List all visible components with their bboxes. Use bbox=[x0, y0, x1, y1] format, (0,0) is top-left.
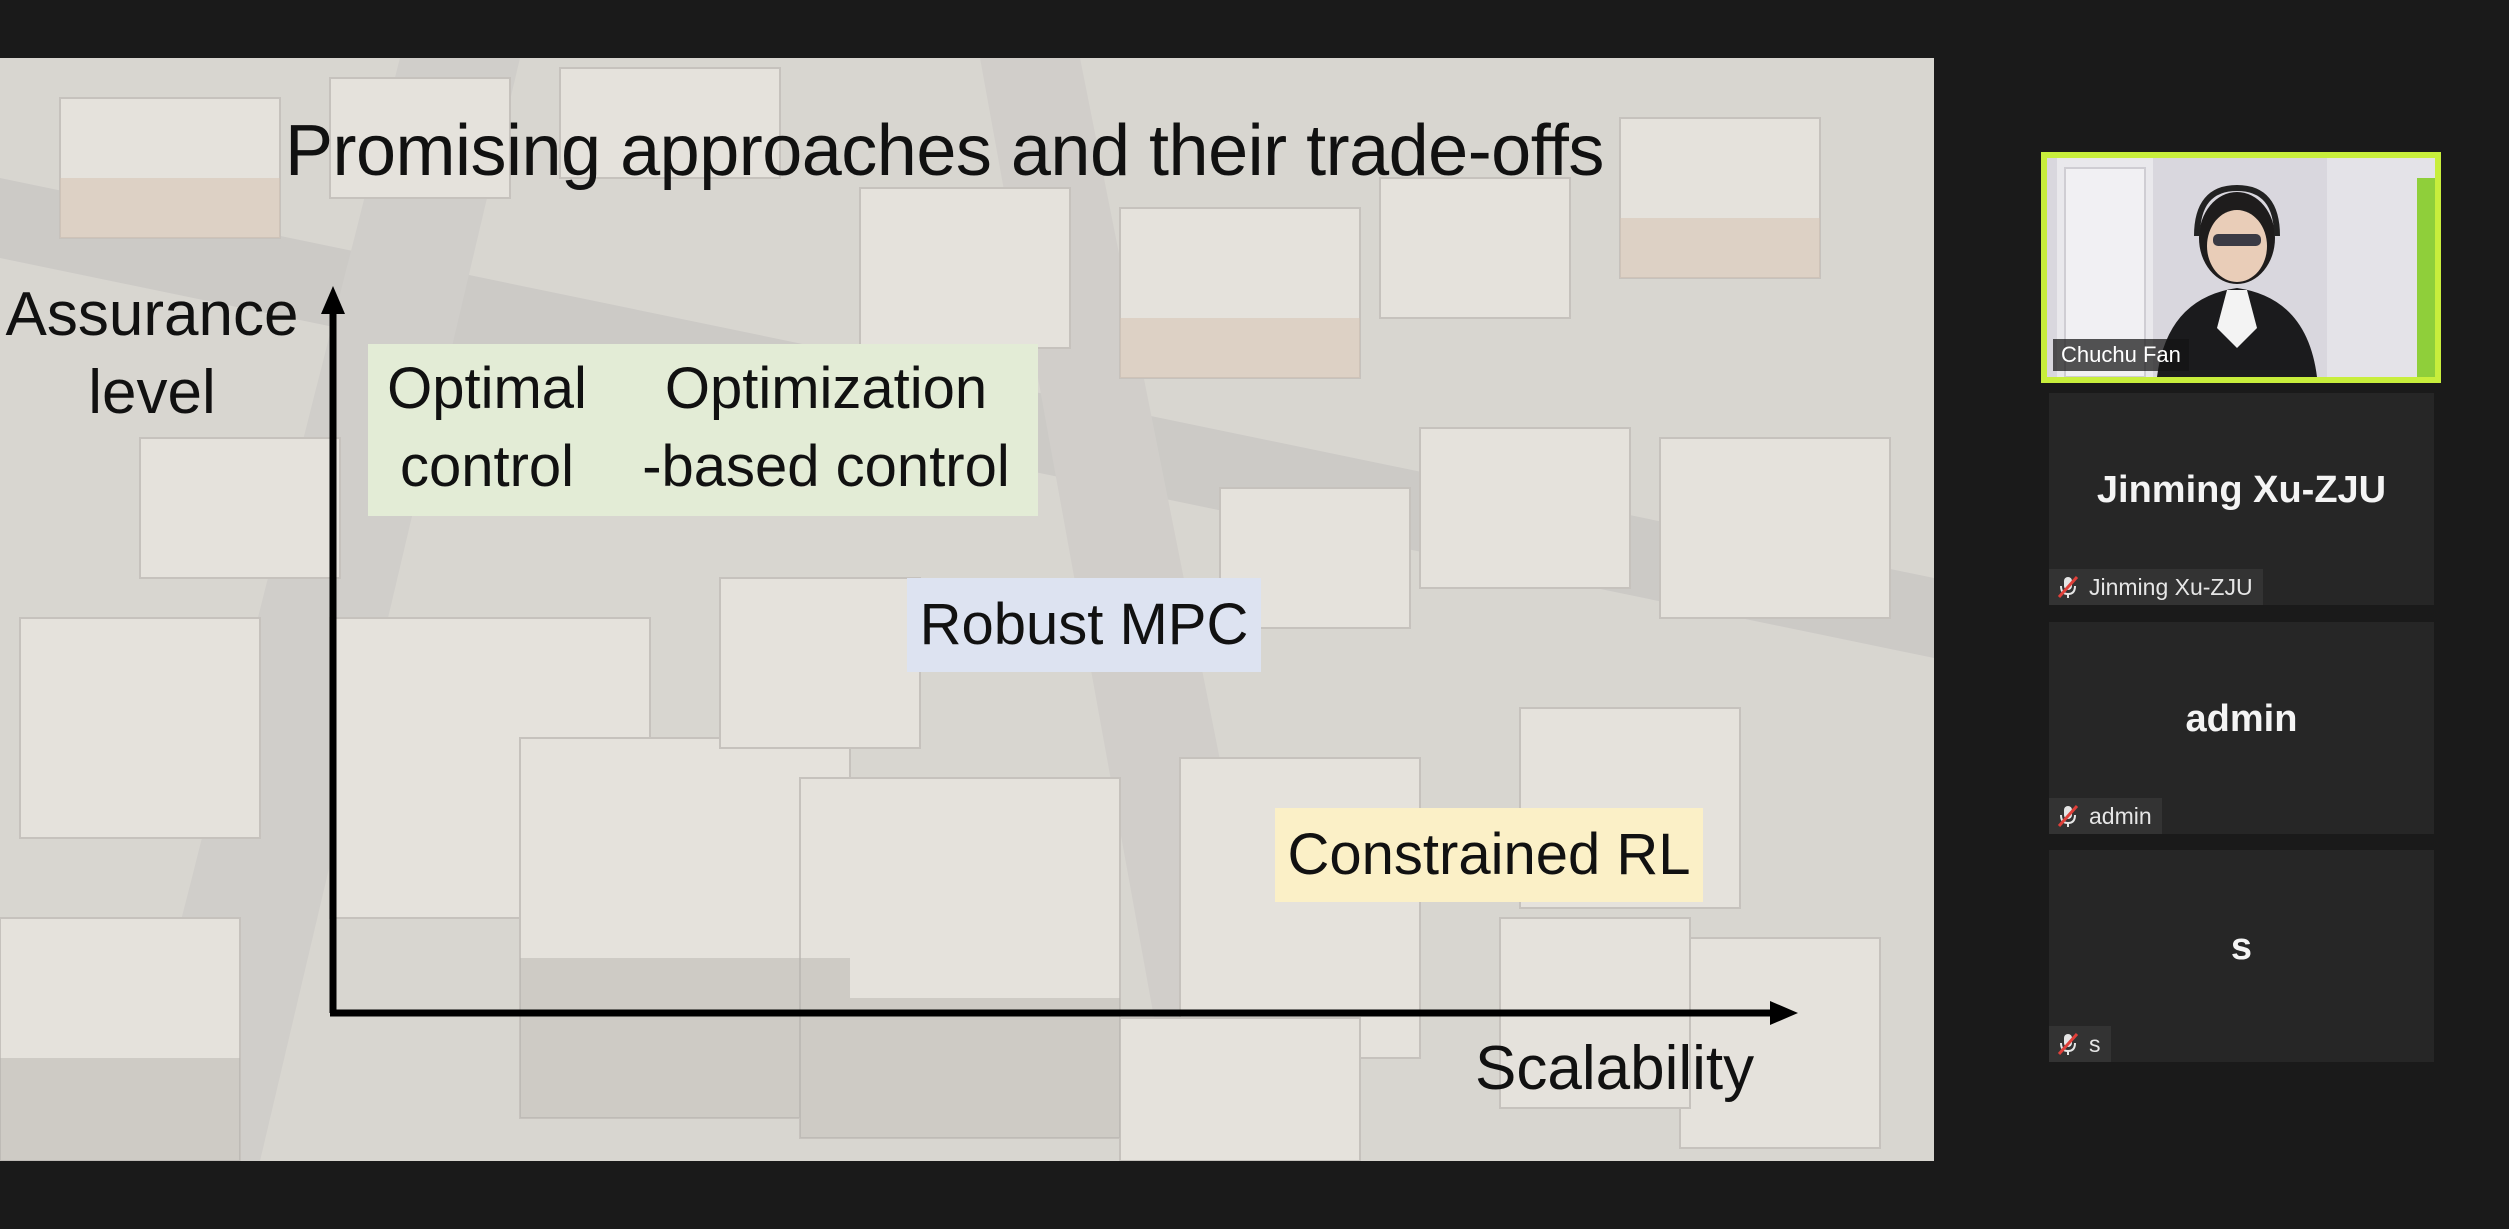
participant-name-label: admin bbox=[2049, 798, 2162, 834]
participant-tile-admin[interactable]: admin admin bbox=[2049, 622, 2434, 834]
optimization-based-control-label: Optimization -based control bbox=[642, 356, 1010, 499]
participant-display-name: Jinming Xu-ZJU bbox=[2096, 469, 2387, 511]
mic-muted-icon bbox=[2057, 575, 2079, 599]
robust-mpc-box: Robust MPC bbox=[907, 578, 1261, 672]
x-axis-label: Scalability bbox=[1475, 1034, 1755, 1103]
participant-name-label: Jinming Xu-ZJU bbox=[2049, 569, 2263, 605]
optimal-control-label: Optimal control bbox=[387, 356, 587, 499]
y-axis-label-line1: Assurance bbox=[5, 280, 299, 349]
axis-lines bbox=[329, 298, 1780, 1017]
participant-tile-jinming[interactable]: Jinming Xu-ZJU Jinming Xu-ZJU bbox=[2049, 393, 2434, 605]
participant-name-label: s bbox=[2049, 1026, 2111, 1062]
y-axis-label: Assurance level bbox=[4, 276, 300, 432]
participant-tile-s[interactable]: s s bbox=[2049, 850, 2434, 1062]
slide-title: Promising approaches and their trade-off… bbox=[285, 111, 1604, 191]
y-axis-label-line2: level bbox=[88, 358, 216, 427]
mic-muted-icon bbox=[2057, 804, 2079, 828]
participant-display-name: admin bbox=[2185, 698, 2298, 740]
y-axis-arrowhead bbox=[321, 286, 345, 314]
x-axis-arrowhead bbox=[1770, 1001, 1798, 1025]
shared-screen: Promising approaches and their trade-off… bbox=[0, 58, 1934, 1161]
participant-display-name: s bbox=[2230, 926, 2253, 968]
axes bbox=[321, 286, 1798, 1025]
mic-muted-icon bbox=[2057, 1032, 2079, 1056]
constrained-rl-box: Constrained RL bbox=[1275, 808, 1703, 902]
participant-video-chuchu-fan[interactable]: Chuchu Fan bbox=[2041, 152, 2441, 383]
optimal-control-box: Optimal control Optimization -based cont… bbox=[368, 344, 1038, 516]
participant-name-label: Chuchu Fan bbox=[2053, 339, 2189, 371]
